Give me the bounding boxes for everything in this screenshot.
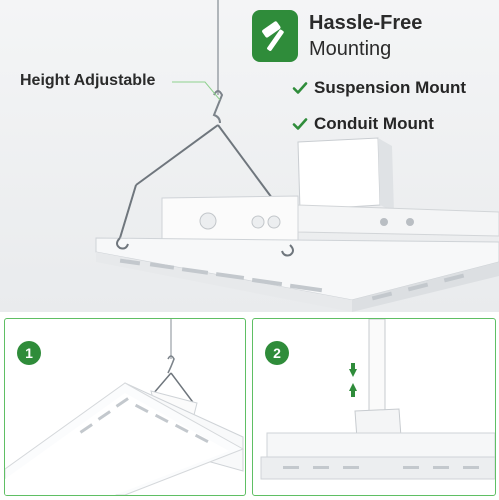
adjust-arrows-icon	[349, 363, 357, 397]
step-2-badge: 2	[265, 341, 289, 365]
hammer-badge	[252, 10, 298, 62]
mount-label: Conduit Mount	[314, 114, 434, 133]
high-bay-light-fixture-illustration	[95, 0, 499, 312]
hero-product-image	[0, 0, 499, 312]
feature-title: Hassle-Free	[309, 12, 423, 34]
suspension-mount-illustration	[5, 319, 245, 495]
check-icon	[292, 82, 308, 94]
conduit-mount-illustration	[260, 319, 495, 480]
mount-label: Suspension Mount	[314, 78, 467, 97]
hammer-icon	[262, 21, 284, 51]
mount-option-suspension: Suspension Mount	[292, 76, 466, 100]
height-adjustable-label: Height Adjustable	[20, 72, 156, 89]
step-1-badge: 1	[17, 341, 41, 365]
mount-option-conduit: Conduit Mount	[292, 112, 434, 136]
feature-subtitle: Mounting	[309, 38, 392, 60]
step-1-panel: 1	[4, 318, 246, 496]
check-icon	[292, 118, 308, 130]
step-2-panel: 2	[252, 318, 496, 496]
